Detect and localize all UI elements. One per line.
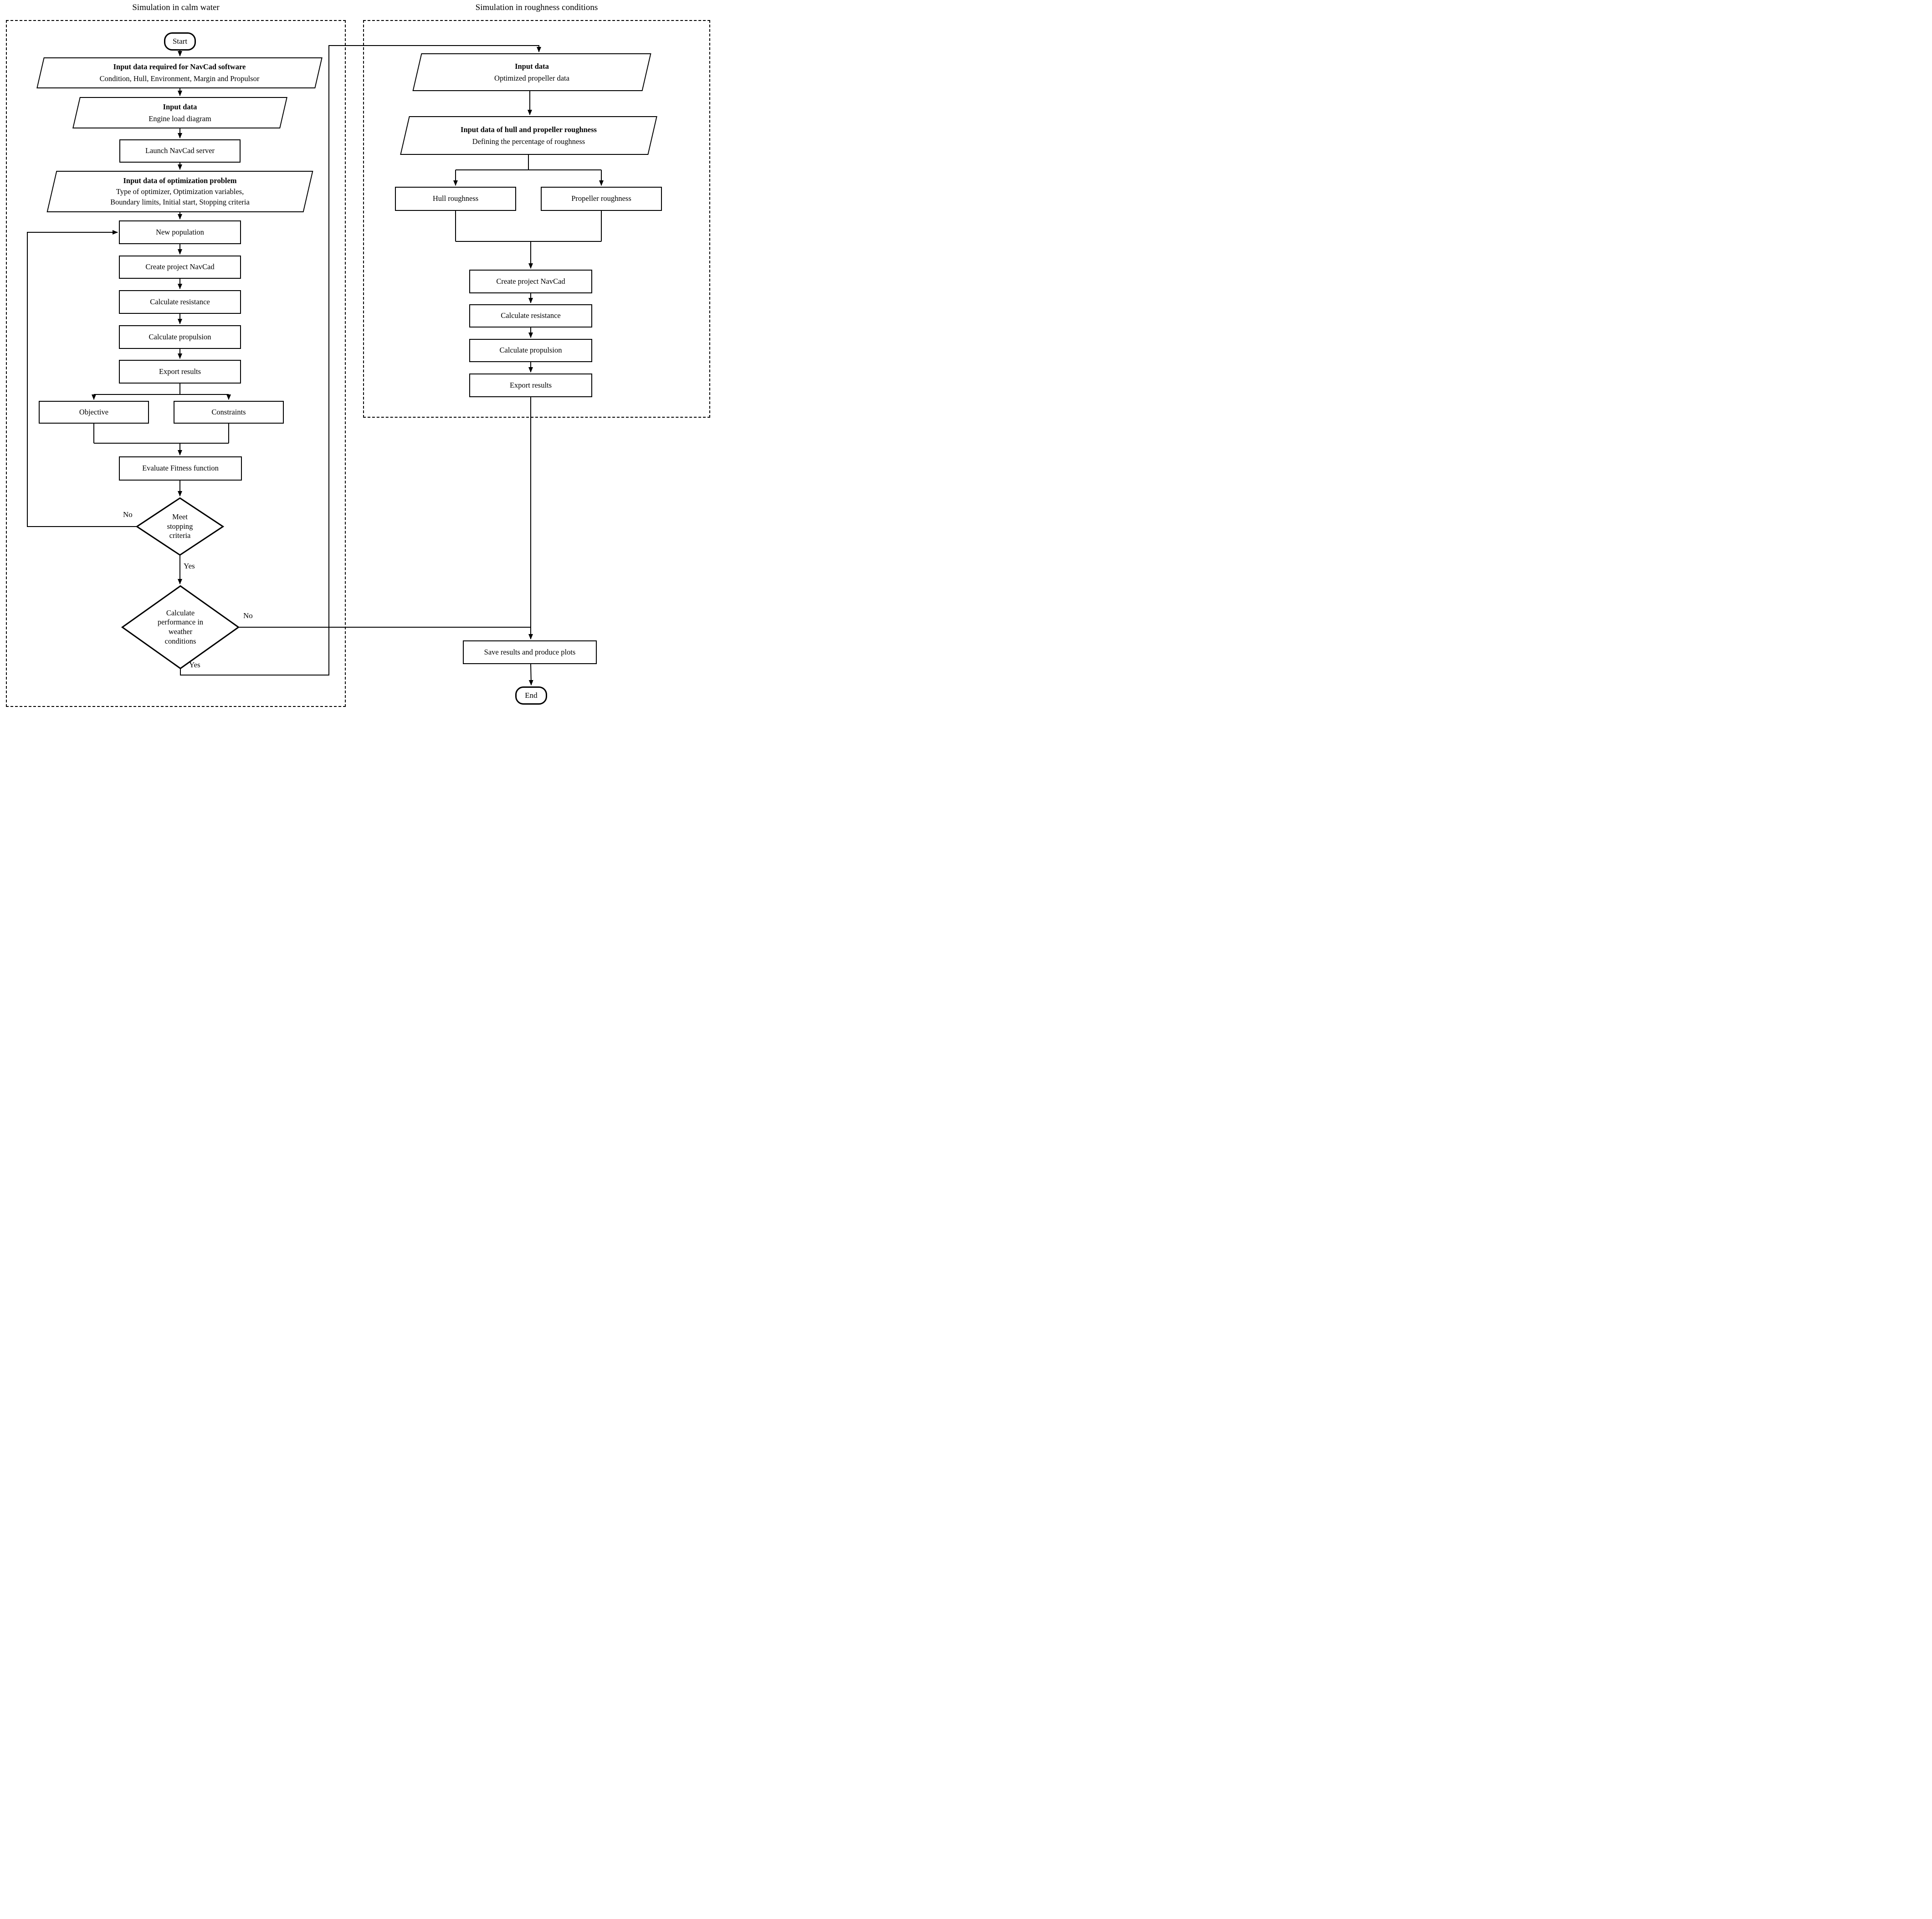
- input-engine-subtitle: Engine load diagram: [149, 114, 211, 123]
- weather-performance-decision: Calculate performance in weather conditi…: [121, 585, 240, 670]
- rough-calculate-propulsion-label: Calculate propulsion: [499, 346, 562, 355]
- input-optimization-line3: Boundary limits, Initial start, Stopping…: [110, 198, 250, 207]
- constraints-label: Constraints: [211, 407, 246, 416]
- launch-navcad-server-box: Launch NavCad server: [119, 139, 241, 163]
- connector-lines: [27, 45, 604, 686]
- input-roughness-parallelogram: Input data of hull and propeller roughne…: [400, 116, 657, 155]
- propeller-roughness-box: Propeller roughness: [541, 187, 662, 211]
- rough-calculate-resistance-box: Calculate resistance: [469, 304, 592, 328]
- input-engine-title: Input data: [163, 102, 197, 111]
- end-label: End: [525, 691, 538, 700]
- stopping-yes-label: Yes: [184, 562, 195, 570]
- calculate-resistance-box: Calculate resistance: [119, 290, 241, 314]
- right-section-title: Simulation in roughness conditions: [475, 3, 598, 12]
- launch-navcad-server-label: Launch NavCad server: [145, 146, 215, 155]
- input-navcad-subtitle: Condition, Hull, Environment, Margin and…: [99, 74, 260, 83]
- constraints-box: Constraints: [174, 401, 284, 424]
- save-results-label: Save results and produce plots: [484, 647, 576, 656]
- meet-stopping-criteria-decision: Meet stopping criteria: [135, 497, 225, 556]
- input-optimization-line2: Type of optimizer, Optimization variable…: [116, 187, 244, 196]
- input-engine-parallelogram: Input data Engine load diagram: [72, 97, 287, 128]
- new-population-box: New population: [119, 220, 241, 244]
- rough-calculate-resistance-label: Calculate resistance: [501, 311, 561, 320]
- weather-performance-label: Calculate performance in weather conditi…: [157, 608, 204, 645]
- export-results-box: Export results: [119, 360, 241, 384]
- save-results-box: Save results and produce plots: [463, 640, 597, 664]
- input-propeller-subtitle: Optimized propeller data: [494, 73, 569, 82]
- start-label: Start: [172, 37, 188, 46]
- rough-create-project-box: Create project NavCad: [469, 270, 592, 293]
- left-section-title: Simulation in calm water: [132, 3, 220, 12]
- input-navcad-title: Input data required for NavCad software: [113, 62, 246, 72]
- diamond-shape: [135, 497, 225, 556]
- create-project-label: Create project NavCad: [145, 262, 215, 271]
- start-terminator: Start: [164, 32, 196, 51]
- input-roughness-title: Input data of hull and propeller roughne…: [461, 125, 597, 134]
- end-terminator: End: [515, 686, 547, 705]
- hull-roughness-box: Hull roughness: [395, 187, 516, 211]
- new-population-label: New population: [156, 227, 204, 236]
- input-optimization-parallelogram: Input data of optimization problem Type …: [46, 171, 313, 212]
- calm-water-section-frame: [6, 20, 346, 707]
- roughness-section-frame: [363, 20, 710, 418]
- export-results-label: Export results: [159, 367, 201, 376]
- flowchart-canvas: Simulation in calm water Simulation in r…: [0, 0, 714, 710]
- weather-no-label: No: [243, 611, 253, 620]
- weather-yes-label: Yes: [189, 660, 200, 669]
- rough-calculate-propulsion-box: Calculate propulsion: [469, 339, 592, 362]
- stopping-no-label: No: [123, 510, 133, 519]
- calculate-propulsion-label: Calculate propulsion: [149, 332, 211, 341]
- rough-export-results-box: Export results: [469, 374, 592, 397]
- diamond-shape: [121, 585, 240, 670]
- meet-stopping-criteria-label: Meet stopping criteria: [167, 512, 193, 540]
- input-roughness-subtitle: Defining the percentage of roughness: [472, 137, 585, 146]
- evaluate-fitness-label: Evaluate Fitness function: [142, 464, 219, 473]
- rough-export-results-label: Export results: [509, 380, 552, 389]
- calculate-propulsion-box: Calculate propulsion: [119, 325, 241, 349]
- create-project-box: Create project NavCad: [119, 256, 241, 279]
- input-propeller-title: Input data: [515, 61, 549, 71]
- input-navcad-parallelogram: Input data required for NavCad software …: [36, 57, 323, 88]
- hull-roughness-label: Hull roughness: [432, 194, 479, 203]
- input-propeller-parallelogram: Input data Optimized propeller data: [412, 53, 651, 91]
- objective-label: Objective: [79, 407, 109, 416]
- objective-box: Objective: [39, 401, 149, 424]
- evaluate-fitness-box: Evaluate Fitness function: [119, 456, 242, 481]
- calculate-resistance-label: Calculate resistance: [150, 297, 210, 306]
- rough-create-project-label: Create project NavCad: [496, 276, 565, 286]
- input-optimization-title: Input data of optimization problem: [123, 176, 237, 185]
- propeller-roughness-label: Propeller roughness: [571, 194, 631, 203]
